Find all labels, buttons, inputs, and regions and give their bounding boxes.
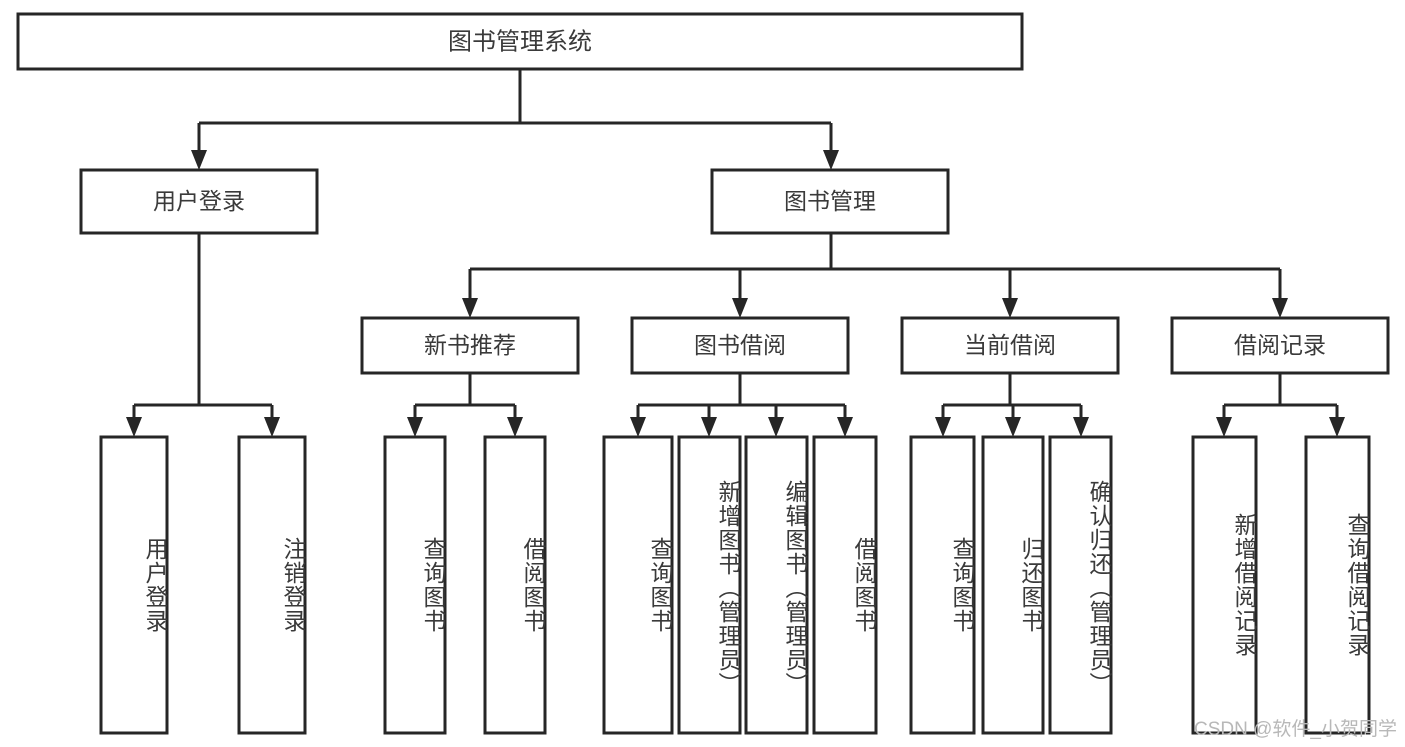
arrowhead-leaf-logout (264, 417, 280, 437)
node-leaf-query-book-1-box[interactable] (383, 435, 447, 735)
arrowhead-user-login (191, 150, 207, 170)
node-leaf-logout-box[interactable] (237, 435, 307, 735)
node-root[interactable]: 图书管理系统 (16, 12, 1024, 71)
arrowhead-borrow-record (1272, 298, 1288, 318)
arrowhead-leaf-edit-book (768, 417, 784, 437)
node-leaf-borrow-book-1-box[interactable] (483, 435, 547, 735)
node-new-book-recommend[interactable]: 新书推荐 (360, 316, 580, 375)
arrowhead-leaf-query-book-1 (407, 417, 423, 437)
node-book-management-box[interactable] (710, 168, 950, 235)
node-root-box[interactable] (16, 12, 1024, 71)
node-borrow-record[interactable]: 借阅记录 (1170, 316, 1390, 375)
arrowhead-leaf-query-book-2 (630, 417, 646, 437)
node-leaf-query-book-2-box[interactable] (602, 435, 674, 735)
arrowhead-book-borrow (732, 298, 748, 318)
arrowhead-leaf-query-book-3 (935, 417, 951, 437)
connector-group-root-to-level2 (191, 69, 839, 170)
connector-group-bookmgmt-to-level3 (462, 233, 1288, 318)
node-book-borrow-box[interactable] (630, 316, 850, 375)
node-current-borrow[interactable]: 当前借阅 (900, 316, 1120, 375)
node-root-label: 图书管理系统 (448, 28, 592, 55)
arrowhead-leaf-confirm-return (1073, 417, 1089, 437)
arrowhead-leaf-user-login (126, 417, 142, 437)
arrowhead-leaf-borrow-book-2 (837, 417, 853, 437)
node-new-book-recommend-label: 新书推荐 (424, 332, 516, 358)
connector-group-newbook-leaves (407, 373, 523, 437)
connector-group-userlogin-leaves (126, 233, 280, 437)
node-current-borrow-label: 当前借阅 (964, 332, 1056, 358)
leaf-boxes (99, 435, 1371, 735)
arrowhead-current-borrow (1002, 298, 1018, 318)
arrowhead-leaf-add-book (701, 417, 717, 437)
node-leaf-user-login-box[interactable] (99, 435, 169, 735)
arrowhead-leaf-return-book (1005, 417, 1021, 437)
node-user-login-box[interactable] (79, 168, 319, 235)
node-book-management[interactable]: 图书管理 (710, 168, 950, 235)
connector-group-borrowrecord-leaves (1216, 373, 1345, 437)
node-book-management-label: 图书管理 (784, 188, 876, 214)
node-leaf-query-record-box[interactable] (1304, 435, 1371, 735)
node-leaf-add-record-box[interactable] (1191, 435, 1258, 735)
node-leaf-confirm-return-box[interactable] (1048, 435, 1113, 735)
node-book-borrow-label: 图书借阅 (694, 332, 786, 358)
arrowhead-new-book-recommend (462, 298, 478, 318)
node-leaf-query-book-3-box[interactable] (909, 435, 976, 735)
node-leaf-edit-book-box[interactable] (744, 435, 809, 735)
arrowhead-leaf-query-record (1329, 417, 1345, 437)
arrowhead-book-management (823, 150, 839, 170)
node-user-login-label: 用户登录 (153, 188, 245, 214)
arrowhead-leaf-add-record (1216, 417, 1232, 437)
connector-group-bookborrow-leaves (630, 373, 853, 437)
csdn-watermark: CSDN @软件_小贺同学 (1194, 719, 1397, 740)
node-current-borrow-box[interactable] (900, 316, 1120, 375)
node-user-login[interactable]: 用户登录 (79, 168, 319, 235)
arrowhead-leaf-borrow-book-1 (507, 417, 523, 437)
node-leaf-borrow-book-2-box[interactable] (812, 435, 878, 735)
node-new-book-recommend-box[interactable] (360, 316, 580, 375)
node-book-borrow[interactable]: 图书借阅 (630, 316, 850, 375)
node-borrow-record-label: 借阅记录 (1234, 332, 1326, 358)
node-leaf-return-book-box[interactable] (981, 435, 1045, 735)
connector-group-currentborrow-leaves (935, 373, 1089, 437)
node-borrow-record-box[interactable] (1170, 316, 1390, 375)
node-leaf-add-book-box[interactable] (677, 435, 742, 735)
